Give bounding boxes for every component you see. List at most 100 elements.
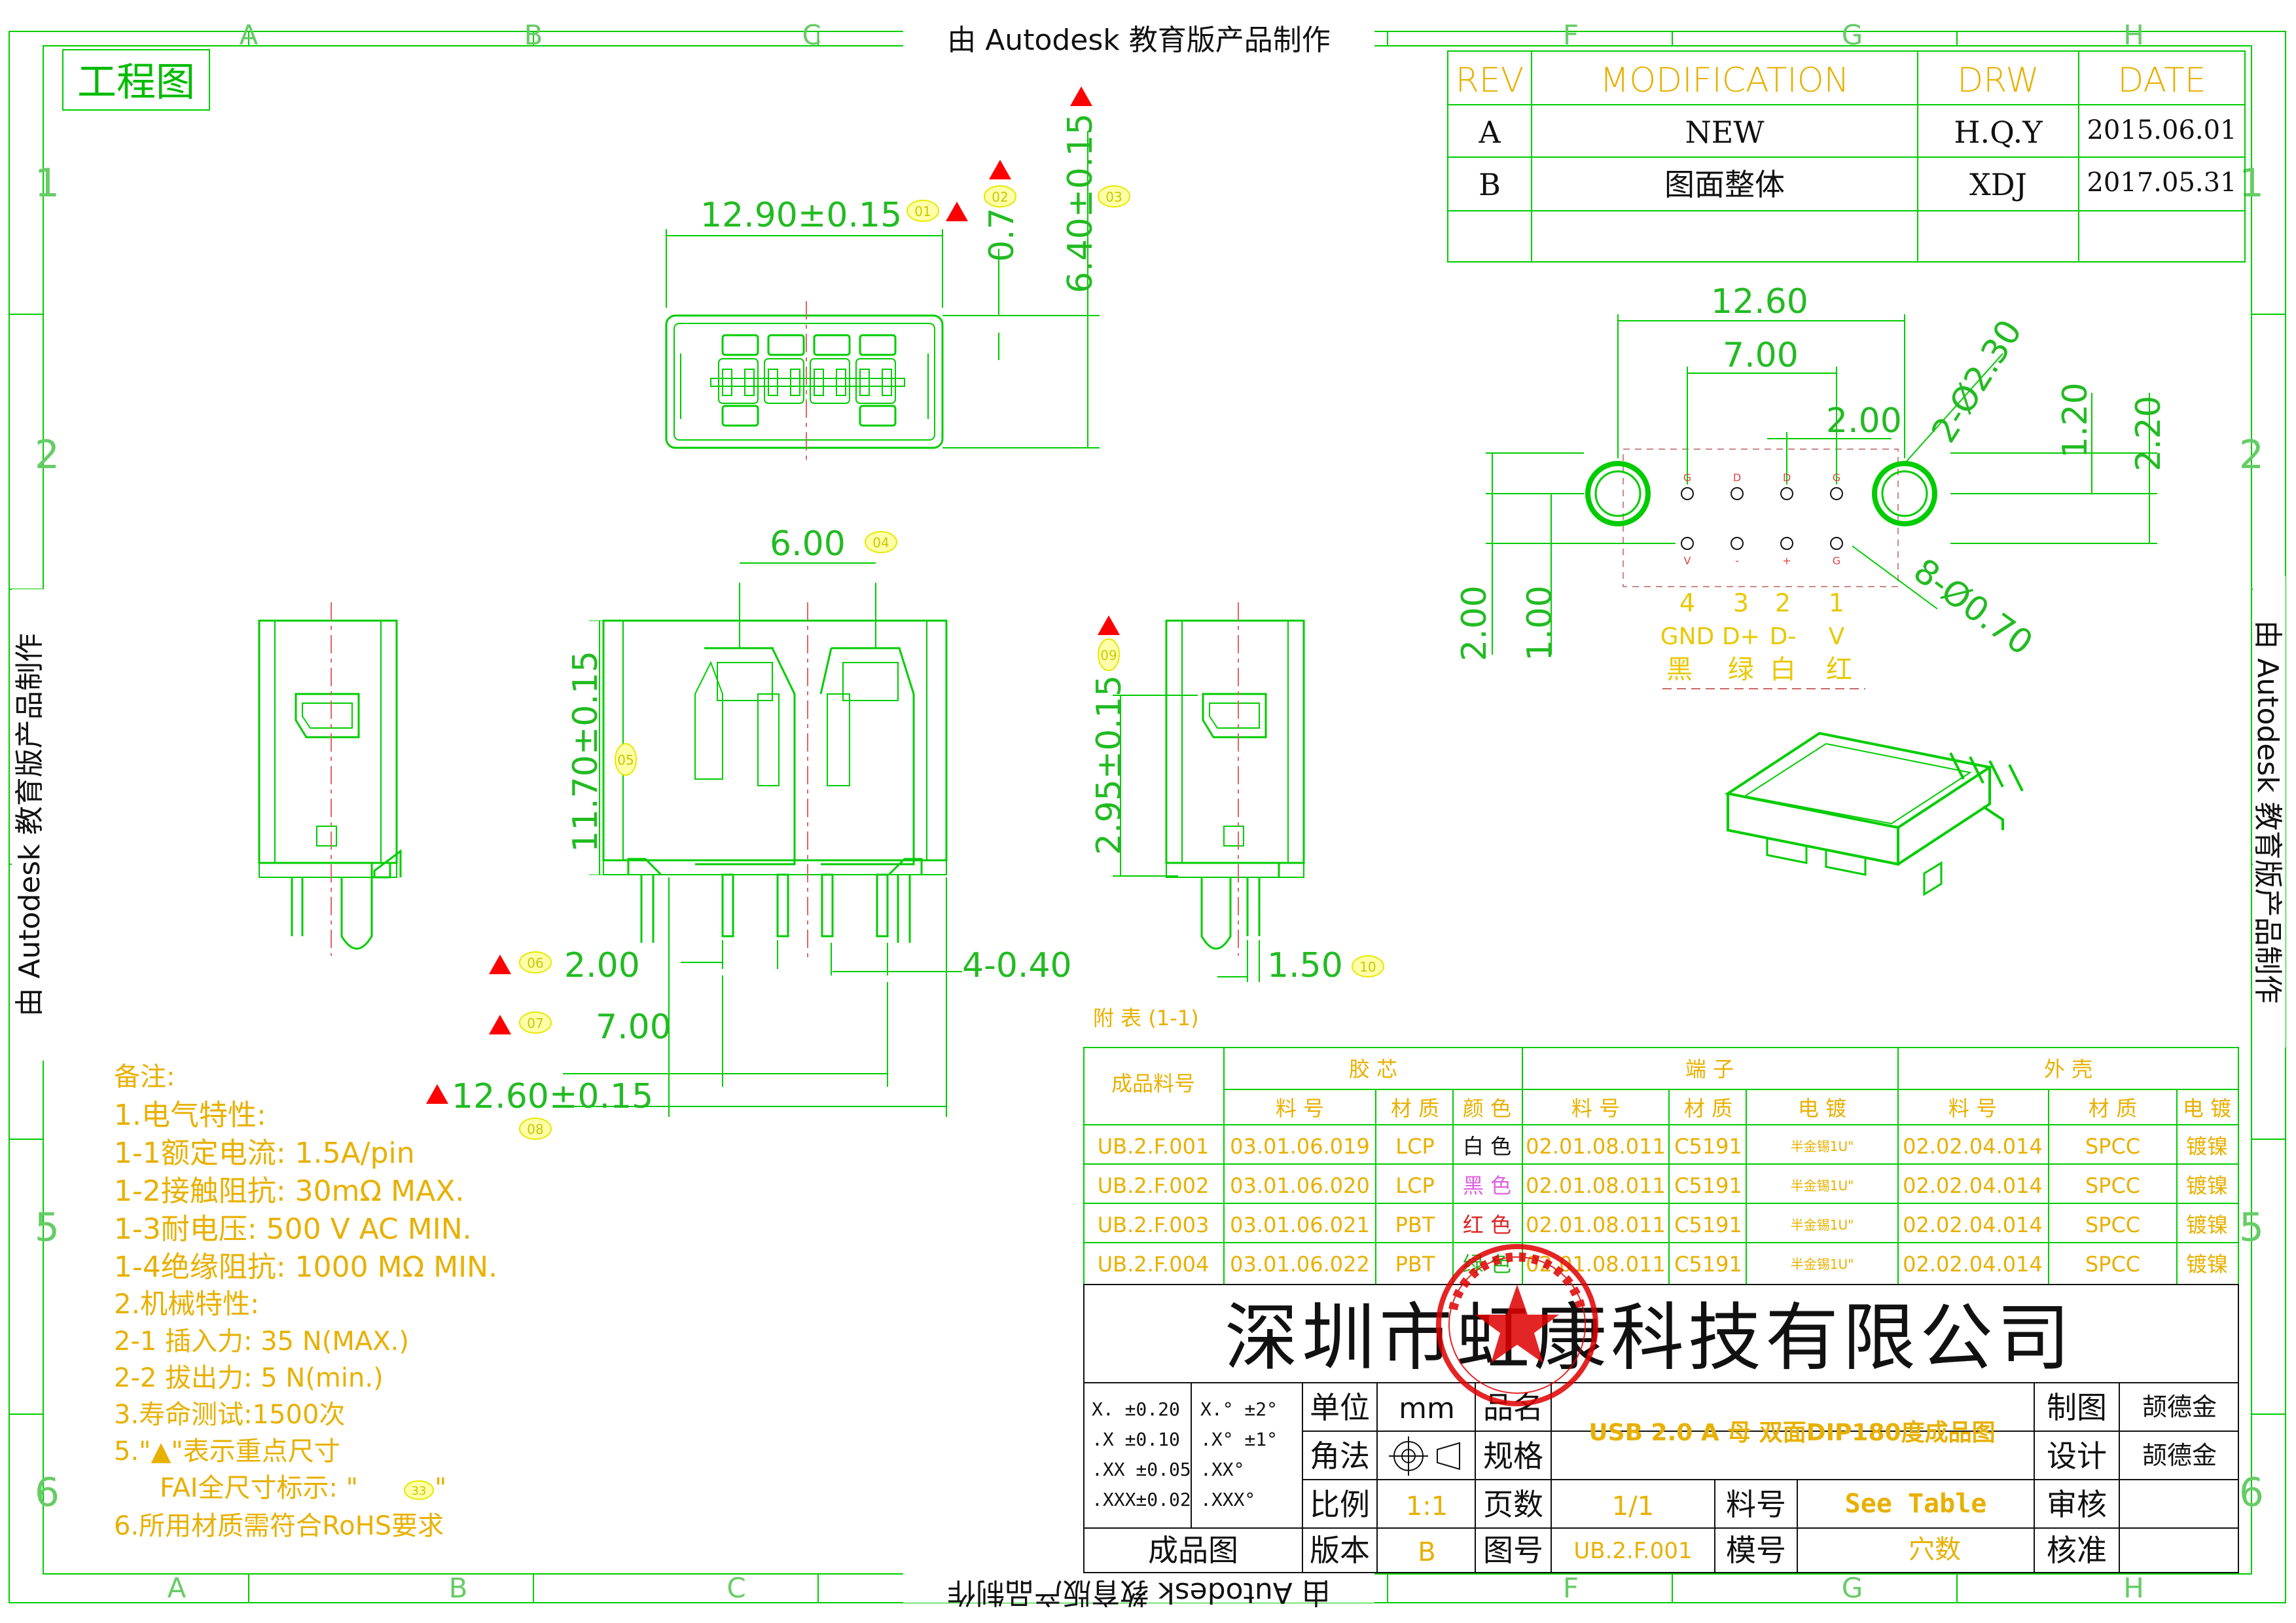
table-cell: 03.01.06.020: [1230, 1173, 1370, 1198]
dim-200: 2.00: [564, 946, 640, 985]
table-cell: 02.01.08.011: [1526, 1134, 1666, 1159]
parts-table: 附 表 (1-1) 成品料号 胶 芯 端 子 外 壳 料 号 材 质 颜 色: [1083, 1006, 2239, 1285]
table-cell: 镀镍: [2186, 1173, 2228, 1198]
svg-text:D: D: [1783, 471, 1791, 484]
table-cell: 半金锡1U": [1791, 1178, 1854, 1194]
top-view-markers: 01 02 03: [906, 86, 1130, 222]
frame-grid-labels: A B C F G H A B C F G H 1 2 5 6 1 2 5 6: [35, 19, 2264, 1604]
pcb-dims: 12.60 7.00 2.00 2-Ø2.30 8-Ø0.70 1.20 2.2…: [1455, 282, 2168, 663]
pin-wire-color: 红: [1826, 655, 1852, 685]
row-label: 6: [35, 1470, 60, 1516]
col-label: F: [1563, 19, 1579, 51]
svg-text:材 质: 材 质: [2089, 1096, 2137, 1121]
note-line: 6.所用材质需符合RoHS要求: [114, 1511, 444, 1541]
dim-pcb-pins: 8-Ø0.70: [1906, 551, 2039, 663]
svg-text:材 质: 材 质: [1684, 1096, 1732, 1121]
pcb-pin-labels: 4 3 2 1 GND D+ D- V 黑 绿 白 红: [1660, 589, 1852, 685]
pin-number: 4: [1679, 589, 1695, 617]
svg-text:+: +: [1782, 555, 1791, 567]
page-value: 1/1: [1612, 1491, 1654, 1522]
note-line: 1-1额定电流: 1.5A/pin: [114, 1137, 415, 1170]
key-dim-marker: [426, 1084, 448, 1104]
dim-pin-width: 4-0.40: [962, 946, 1072, 985]
company-name: 深圳市虹康科技有限公司: [1225, 1296, 2074, 1381]
note-line: 2-2 拔出力: 5 N(min.): [114, 1363, 384, 1393]
tag-09: 09: [1100, 647, 1117, 663]
front-view: [563, 562, 962, 1117]
projection-angle-icon: [1389, 1436, 1460, 1476]
tag-03: 03: [1105, 189, 1122, 205]
right-side-view: [1113, 602, 1305, 982]
date-a: 2015.06.01: [2087, 115, 2236, 145]
drawing-type-box: 工程图: [62, 49, 210, 111]
dim-1170: 11.70±0.15: [566, 651, 605, 852]
table-cell: 黑 色: [1463, 1173, 1511, 1198]
dim-pcb-v200: 2.00: [1455, 585, 1494, 661]
table-cell: LCP: [1395, 1134, 1434, 1159]
table-cell: 02.02.04.014: [1903, 1252, 2043, 1277]
dim-width: 12.90±0.15: [700, 196, 902, 235]
notes-title: 备注:: [114, 1062, 175, 1092]
key-dim-marker: [989, 160, 1011, 179]
dim-pcb-holes: 2-Ø2.30: [1924, 313, 2030, 450]
svg-text:.XX°: .XX°: [1200, 1459, 1244, 1480]
table-cell: SPCC: [2085, 1252, 2140, 1277]
partno-label: 料号: [1726, 1487, 1786, 1522]
table-cell: 镀镍: [2186, 1252, 2228, 1277]
table-cell: C5191: [1674, 1173, 1742, 1198]
fai-tag: 33: [412, 1484, 427, 1498]
table-cell: SPCC: [2085, 1213, 2140, 1237]
drawingno-label: 图号: [1483, 1533, 1543, 1568]
svg-text:材 质: 材 质: [1391, 1096, 1439, 1121]
dim-pcb-700: 7.00: [1723, 336, 1799, 375]
table-cell: 02.02.04.014: [1903, 1213, 2043, 1237]
col-label: H: [2123, 1572, 2144, 1604]
dim-295: 2.95±0.15: [1090, 675, 1129, 855]
svg-text:.XXX±0.02: .XXX±0.02: [1092, 1489, 1191, 1510]
row-label: 6: [2239, 1470, 2264, 1516]
table-cell: UB.2.F.003: [1098, 1213, 1210, 1237]
pin-wire-color: 黑: [1666, 655, 1693, 685]
table-cell: C5191: [1674, 1213, 1742, 1237]
unit-label: 单位: [1310, 1390, 1370, 1425]
svg-text:G: G: [1833, 471, 1840, 484]
svg-text:X. ±0.20: X. ±0.20: [1092, 1398, 1180, 1420]
note-line: FAI全尺寸标示: ": [160, 1473, 358, 1503]
cavity-label: 穴数: [1909, 1535, 1961, 1565]
tag-06: 06: [527, 955, 543, 971]
col-shell: 外 壳: [2044, 1057, 2092, 1082]
rev-header: REV: [1456, 61, 1524, 100]
tag-08: 08: [527, 1122, 543, 1137]
svg-text:D: D: [1733, 471, 1741, 484]
table-cell: C5191: [1674, 1134, 1742, 1159]
row-label: 2: [35, 432, 60, 478]
col-label: B: [524, 19, 543, 51]
mod-b: 图面整体: [1664, 167, 1785, 202]
col-label: H: [2123, 19, 2144, 51]
drawingno-value: UB.2.F.001: [1573, 1538, 1692, 1564]
row-label: 1: [35, 160, 60, 206]
watermark-right: 由 Autodesk 教育版产品制作: [2251, 620, 2284, 1004]
svg-text:料 号: 料 号: [1276, 1096, 1324, 1121]
date-b: 2017.05.31: [2087, 168, 2236, 198]
top-view-dims: 12.90±0.15 0.78 6.40±0.15: [700, 113, 1100, 293]
tag-04: 04: [872, 535, 889, 551]
col-terminal: 端 子: [1685, 1057, 1734, 1082]
note-line: 1-4绝缘阻抗: 1000 MΩ MIN.: [114, 1250, 497, 1284]
table-cell: 半金锡1U": [1791, 1256, 1854, 1272]
note-line: 2.机械特性:: [114, 1288, 259, 1320]
product-label: 成品图: [1148, 1533, 1238, 1568]
note-line: 5."▲"表示重点尺寸: [114, 1436, 340, 1467]
pin-number: 3: [1733, 589, 1749, 617]
table-cell: SPCC: [2085, 1134, 2140, 1159]
note-line: 2-1 插入力: 35 N(MAX.): [114, 1326, 409, 1357]
tag-01: 01: [914, 204, 931, 219]
drawing-type-label: 工程图: [77, 60, 195, 105]
note-line: 1-2接触阻抗: 30mΩ MAX.: [114, 1175, 464, 1208]
pin-signal: D-: [1770, 623, 1797, 650]
col-label: C: [802, 19, 821, 51]
title-block: 深圳市虹康科技有限公司 X. ±0.20 X.° ±2° .X ±0.10 .X…: [1083, 1284, 2239, 1573]
col-label: F: [1563, 1572, 1579, 1604]
table-cell: C5191: [1674, 1252, 1742, 1277]
pin-wire-color: 白: [1770, 655, 1796, 685]
